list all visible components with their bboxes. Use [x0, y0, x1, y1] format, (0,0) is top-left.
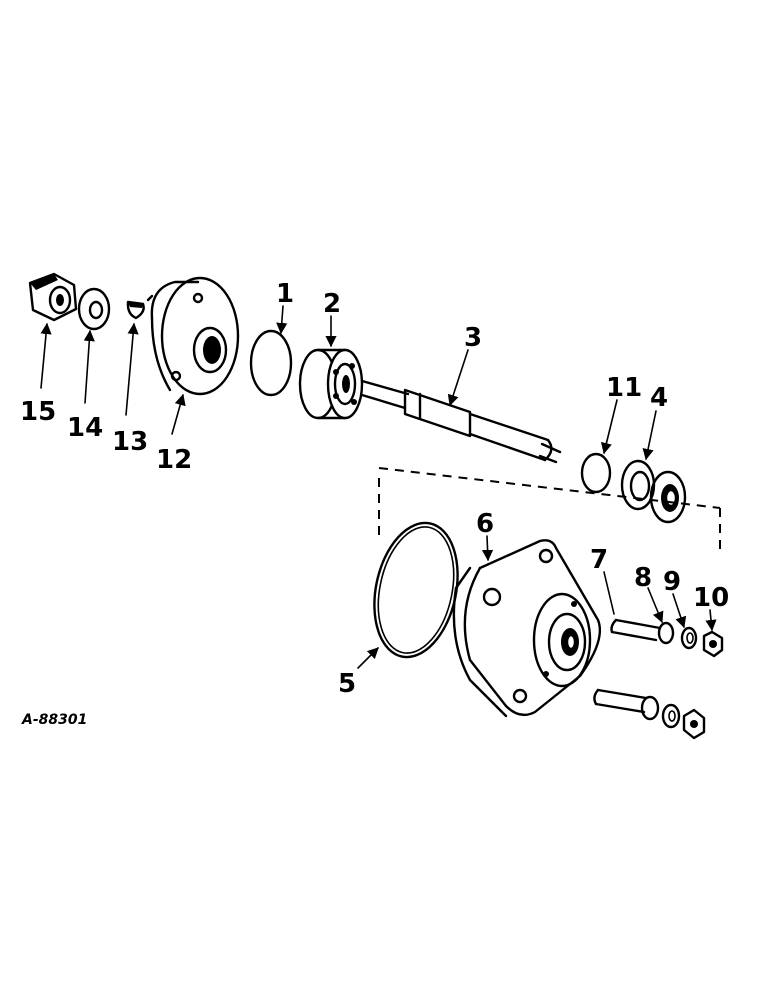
callout-9: 9	[663, 567, 681, 597]
part-14-washer	[77, 287, 111, 331]
callout-12: 12	[156, 445, 192, 475]
part-11-snap-ring	[580, 452, 612, 494]
callout-15: 15	[20, 397, 56, 427]
leader-lines	[40, 305, 717, 669]
callout-14: 14	[67, 413, 103, 443]
assembly-bracket	[378, 467, 721, 550]
callout-7: 7	[590, 545, 608, 575]
callout-6: 6	[476, 509, 494, 539]
callout-11: 11	[606, 373, 642, 403]
part-5-o-ring	[373, 521, 459, 659]
part-12-hub	[146, 276, 240, 396]
part-6-housing	[452, 539, 602, 718]
part-3-shaft	[360, 379, 562, 464]
callout-3: 3	[464, 323, 482, 353]
part-4-seal	[620, 459, 687, 524]
callout-1: 1	[276, 279, 294, 309]
callout-13: 13	[112, 427, 148, 457]
part-8-washer	[657, 621, 675, 645]
part-15-hex-nut	[28, 272, 78, 322]
callout-4: 4	[650, 383, 668, 413]
part-2-bearing	[298, 348, 364, 420]
lower-stud-set	[593, 688, 706, 740]
callout-5: 5	[338, 669, 356, 699]
part-7-stud	[610, 618, 662, 642]
callout-2: 2	[323, 289, 341, 319]
part-10-nut	[702, 630, 724, 658]
part-9-lock-washer	[680, 626, 698, 650]
part-1-snap-ring	[249, 329, 293, 397]
callout-8: 8	[634, 563, 652, 593]
part-13-key	[126, 300, 145, 320]
figure-reference: A-88301	[21, 712, 87, 728]
callout-10: 10	[693, 583, 729, 613]
